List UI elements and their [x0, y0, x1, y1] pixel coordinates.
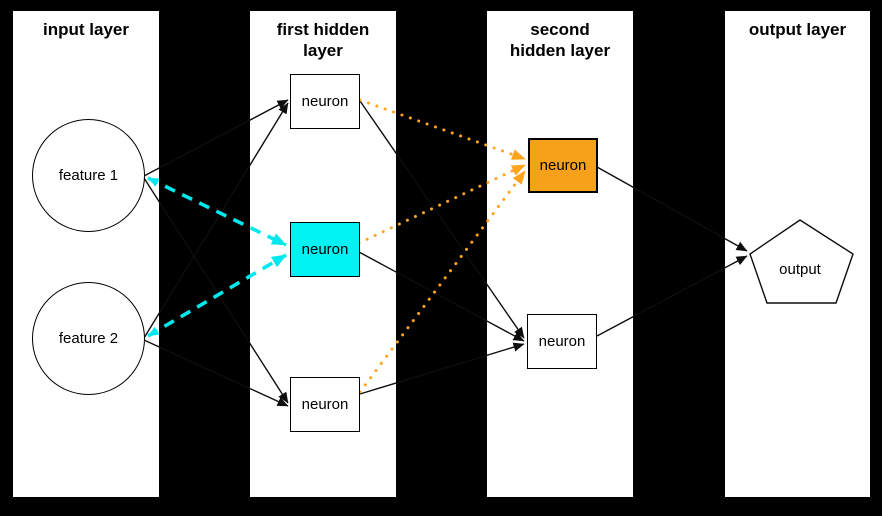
output-pentagon-label: output — [779, 261, 821, 278]
node-hidden2-bottom-label: neuron — [538, 333, 586, 350]
node-hidden1-middle-label: neuron — [301, 241, 349, 258]
edge-hidden1-bottom-to-hidden2-top — [358, 169, 527, 394]
edge-feature1-to-hidden1-bottom — [143, 177, 289, 404]
panel-second-hidden-layer — [487, 11, 633, 497]
edge-hidden2-bottom-to-output — [596, 255, 748, 337]
node-feature-1: feature 1 — [32, 119, 145, 232]
edge-hidden1-top-to-hidden2-bottom — [359, 100, 525, 339]
title-output-layer: output layer — [725, 19, 870, 40]
panel-input-layer — [13, 11, 159, 497]
title-second-hidden-line2: hidden layer — [509, 41, 611, 60]
edge-feature1-to-hidden1-top — [143, 99, 289, 177]
node-feature-2-label: feature 2 — [58, 330, 119, 347]
node-hidden1-middle-neuron-cyan: neuron — [290, 222, 360, 277]
node-hidden2-bottom-neuron: neuron — [527, 314, 597, 369]
node-hidden2-top-neuron-orange: neuron — [528, 138, 598, 193]
title-input-layer-line1: input layer — [43, 20, 129, 39]
node-hidden1-bottom-neuron: neuron — [290, 377, 360, 432]
node-hidden2-top-label: neuron — [539, 157, 587, 174]
node-hidden1-top-label: neuron — [301, 93, 349, 110]
title-second-hidden-layer: second hidden layer — [487, 19, 633, 61]
title-second-hidden-line1: second — [530, 20, 590, 39]
black-edges — [143, 99, 748, 407]
node-hidden1-bottom-label: neuron — [301, 396, 349, 413]
orange-edges — [357, 98, 527, 394]
edge-hidden1-top-to-hidden2-top — [358, 98, 527, 161]
edge-feature2-to-hidden1-middle — [147, 253, 287, 338]
title-first-hidden-line2: layer — [303, 41, 343, 60]
edge-hidden1-middle-to-hidden2-bottom — [358, 251, 525, 342]
title-first-hidden-layer: first hidden layer — [250, 19, 396, 61]
cyan-edges — [147, 176, 287, 338]
node-feature-1-label: feature 1 — [58, 167, 119, 184]
edge-hidden2-top-to-output — [596, 166, 748, 252]
output-pentagon — [749, 219, 854, 304]
node-feature-2: feature 2 — [32, 282, 145, 395]
edge-feature2-to-hidden1-bottom — [143, 339, 289, 407]
edge-hidden1-bottom-to-hidden2-bottom — [359, 342, 525, 395]
title-output-layer-line1: output layer — [748, 20, 847, 39]
edge-feature1-to-hidden1-middle — [147, 176, 287, 247]
node-hidden1-top-neuron: neuron — [290, 74, 360, 129]
edge-hidden1-middle-to-hidden2-top — [357, 163, 527, 245]
title-first-hidden-line1: first hidden — [276, 20, 370, 39]
title-input-layer: input layer — [13, 19, 159, 40]
